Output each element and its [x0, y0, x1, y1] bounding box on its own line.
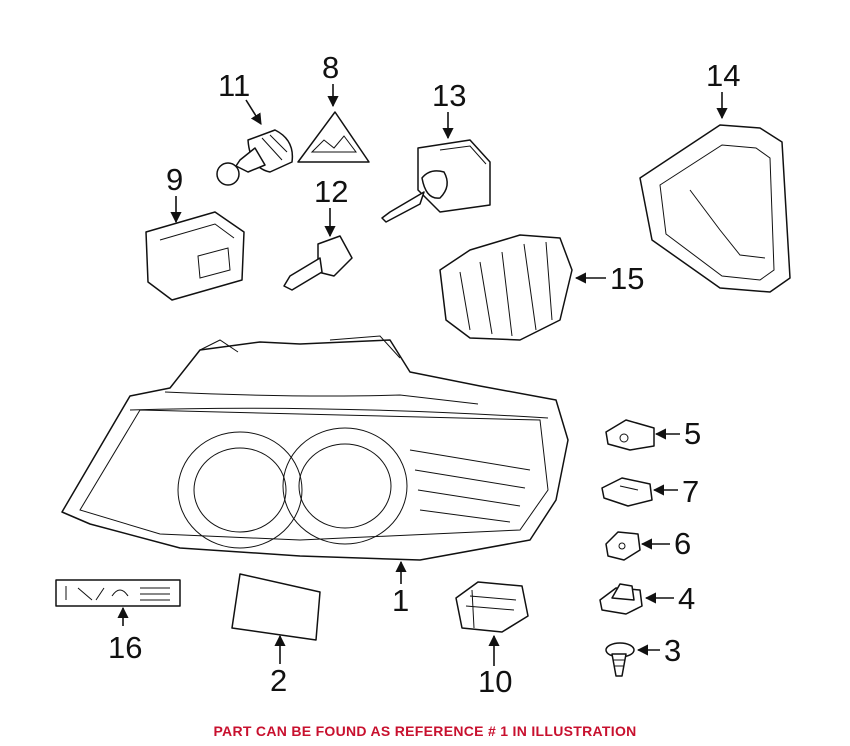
ballast-part-9: [145, 211, 245, 301]
callout-10: 10: [478, 664, 512, 699]
seal-part-6: [605, 531, 641, 561]
callout-7: 7: [682, 474, 699, 509]
frame-part-14: [639, 124, 791, 293]
label-part-16: [55, 579, 181, 607]
callout-15: 15: [610, 261, 644, 296]
callout-5: 5: [684, 416, 701, 451]
socket-part-15: [439, 234, 573, 341]
module-part-10: [455, 581, 529, 633]
callout-11: 11: [218, 68, 250, 103]
callout-14: 14: [706, 58, 740, 93]
film-part-2: [231, 573, 321, 641]
headlight-part-1: [61, 335, 569, 561]
callout-4: 4: [678, 581, 695, 616]
callout-3: 3: [664, 633, 681, 668]
callout-2: 2: [270, 663, 287, 698]
screw-part-3: [605, 642, 635, 677]
callout-1: 1: [392, 583, 409, 618]
callout-12: 12: [314, 174, 348, 209]
bulb-part-11: [216, 129, 294, 186]
callout-6: 6: [674, 526, 691, 561]
clip-part-5: [605, 419, 655, 451]
bracket-part-7: [601, 477, 653, 507]
callout-8: 8: [322, 50, 339, 85]
warning-label-part-8: [297, 111, 370, 163]
callout-13: 13: [432, 78, 466, 113]
nut-part-4: [599, 583, 643, 615]
callout-16: 16: [108, 630, 142, 665]
footer-note: PART CAN BE FOUND AS REFERENCE # 1 IN IL…: [213, 723, 637, 739]
bulb-part-12: [283, 235, 353, 291]
xenon-bulb-part-13: [381, 139, 491, 223]
callout-9: 9: [166, 162, 183, 197]
